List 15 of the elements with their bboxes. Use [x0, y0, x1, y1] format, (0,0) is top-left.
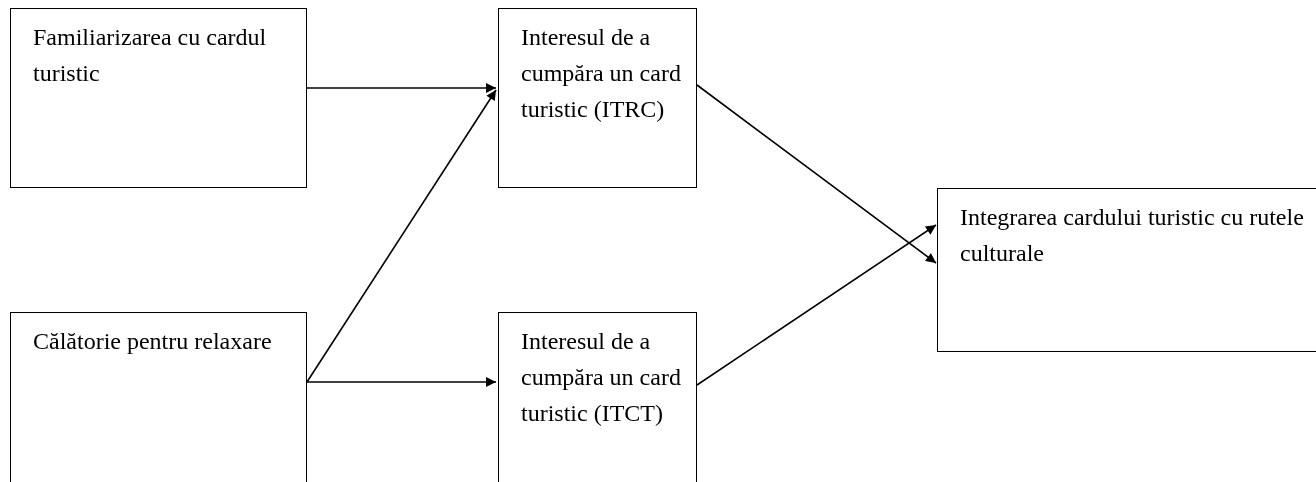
box-text: Călătorie pentru relaxare [33, 327, 273, 356]
box-text: Integrarea cardului turistic cu rutele culturale [960, 203, 1305, 268]
arrow [306, 377, 497, 387]
arrow [306, 83, 497, 93]
arrow [306, 89, 497, 383]
box-text: Interesul de a cumpăra un card turistic (ITCT) [521, 327, 682, 428]
process-box [10, 312, 307, 482]
box-text: Familiarizarea cu cardul turistic [33, 23, 268, 88]
box-text: Interesul de a cumpăra un card turistic (ITRC) [521, 23, 682, 124]
arrow [696, 224, 937, 386]
arrow [696, 84, 937, 264]
process-box [498, 8, 697, 188]
process-box [10, 8, 307, 188]
process-box [937, 188, 1316, 352]
process-box [498, 312, 697, 482]
